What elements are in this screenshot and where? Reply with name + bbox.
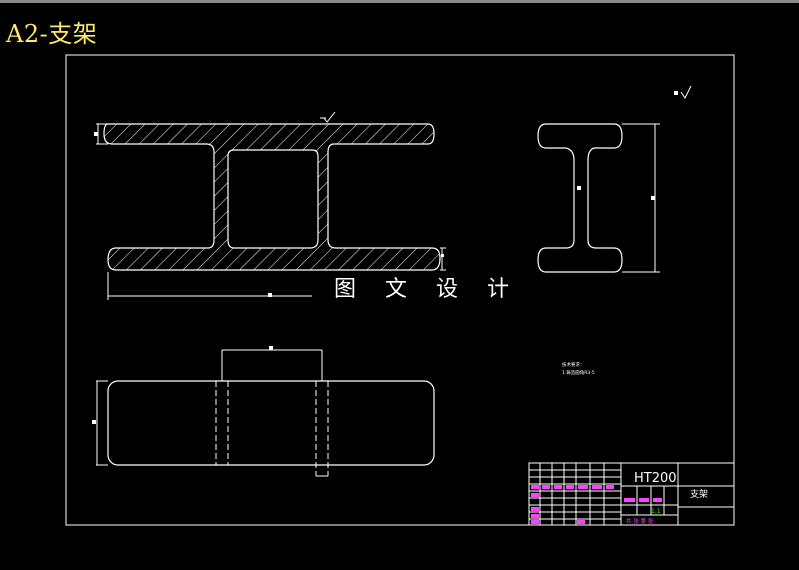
sheet-count-label: 共 张 第 张	[626, 517, 654, 525]
h-section-cavity	[227, 149, 319, 249]
roughness-symbol-general	[674, 85, 692, 99]
material-label: HT200	[634, 471, 677, 486]
drawing-border	[65, 54, 735, 526]
i-profile	[537, 123, 623, 273]
title-block-marks	[531, 485, 662, 524]
watermark-text: 图 文 设 计	[334, 277, 520, 302]
top-view	[92, 346, 435, 477]
drawing-title: A2-支架	[6, 20, 98, 48]
scale-label: 1:1	[651, 508, 661, 515]
notes-line-1: 1.铸造圆角R3-5	[562, 369, 595, 376]
title-block	[528, 462, 735, 526]
top-view-outline	[107, 380, 435, 466]
window-top-edge	[0, 0, 799, 3]
part-name-label: 支架	[690, 488, 708, 500]
technical-notes: 技术要求： 1.铸造圆角R3-5	[562, 361, 595, 376]
side-view	[537, 123, 660, 273]
front-section-view	[94, 111, 446, 300]
notes-heading: 技术要求：	[562, 361, 585, 368]
